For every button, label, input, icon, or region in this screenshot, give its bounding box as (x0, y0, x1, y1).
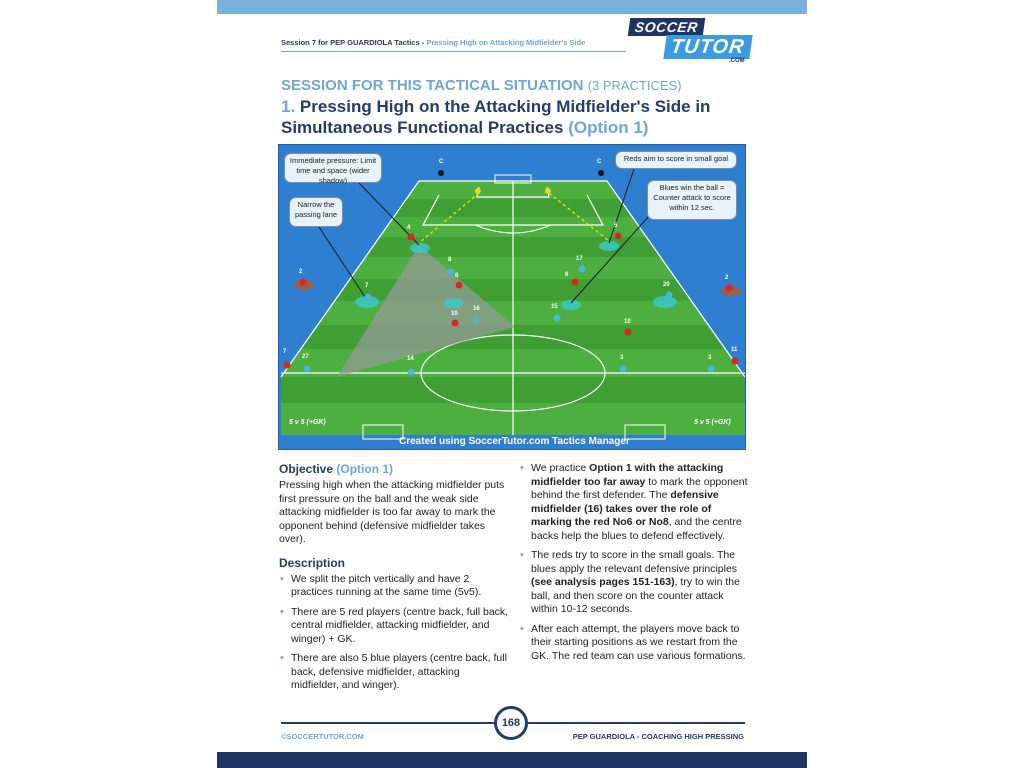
num-blue-8: 8 (448, 257, 452, 263)
description-item: There are also 5 blue players (centre ba… (279, 652, 509, 693)
objective-heading-text: Objective (279, 462, 334, 476)
player-numbers: 4 5 2 2 8 6 10 10 7 11 7 8 17 16 15 20 2… (283, 159, 738, 362)
top-color-band (217, 0, 807, 14)
description-item: We split the pitch vertically and have 2… (279, 573, 509, 600)
diagram-credit: Created using SoccerTutor.com Tactics Ma… (399, 436, 630, 447)
num-blue-15: 15 (551, 304, 558, 310)
pass-lines (418, 192, 610, 244)
diagram-label-left: 5 v 5 (+GK) (289, 419, 326, 426)
item1-part-d: defensive midfielder (16) takes over the… (531, 489, 719, 528)
right-list-item-scoring: The reds try to score in the small goals… (519, 549, 749, 617)
num-blue-27: 27 (302, 354, 309, 360)
soccertutor-logo: SOCCER TUTOR .COM (627, 16, 753, 66)
practice-option: (Option 1) (568, 118, 649, 137)
item1-part-a: We practice (531, 462, 590, 474)
logo-dotcom: .COM (729, 58, 745, 64)
goalkeepers (438, 170, 604, 194)
right-list-item-restart: After each attempt, the players move bac… (519, 623, 749, 664)
running-head-rule (281, 51, 626, 52)
blue-players (303, 265, 715, 376)
right-column: We practice Option 1 with the attacking … (519, 462, 749, 669)
section-title-sub: (3 PRACTICES) (587, 78, 682, 93)
num-blue-3b: 3 (708, 355, 712, 361)
num-red-10a: 10 (451, 311, 458, 317)
diagram-label-right: 5 v 5 (+GK) (694, 419, 731, 426)
item2-part-b: (see analysis pages 151-163) (531, 576, 675, 588)
num-blue-3a: 3 (620, 355, 624, 361)
right-list-item-option1: We practice Option 1 with the attacking … (519, 462, 749, 543)
pitch-goals (362, 174, 666, 440)
footer-copyright: ©SOCCERTUTOR.COM (281, 732, 364, 741)
logo-word-tutor: TUTOR (663, 35, 753, 59)
page-number-badge: 168 (494, 706, 528, 740)
description-item: There are 5 red players (centre back, fu… (279, 606, 509, 647)
item1-part-b: Option 1 with the attacking midfielder t… (531, 462, 724, 488)
logo-word-soccer: SOCCER (627, 18, 706, 36)
left-column: Objective (Option 1) Pressing high when … (279, 462, 509, 699)
practice-heading: 1. Pressing High on the Attacking Midfie… (281, 96, 751, 138)
pitch-lines (280, 180, 745, 435)
red-players (283, 232, 739, 369)
num-red-2a: 2 (299, 269, 303, 275)
num-red-8: 8 (455, 273, 459, 279)
num-blue-17: 17 (576, 256, 583, 262)
right-list: We practice Option 1 with the attacking … (519, 462, 749, 663)
num-blue-20: 20 (663, 282, 670, 288)
description-list: We split the pitch vertically and have 2… (279, 573, 509, 693)
document-page: Session 7 for PEP GUARDIOLA Tactics - Pr… (217, 0, 807, 768)
gk-label-right: C (597, 159, 602, 165)
num-red-4: 4 (407, 225, 411, 231)
practice-number: 1. (281, 97, 296, 116)
item1-part-c: to mark the opponent behind the first de… (531, 475, 748, 502)
section-title-main: SESSION FOR THIS TACTICAL SITUATION (281, 77, 584, 94)
item2-part-c: , try to win the ball, and then score on… (531, 576, 740, 615)
practice-title: Pressing High on the Attacking Midfielde… (281, 97, 711, 137)
pitch-illustration: 4 5 2 2 8 6 10 10 7 11 7 8 17 16 15 20 2… (280, 159, 745, 440)
num-red-10b: 10 (624, 319, 631, 325)
description-heading: Description (279, 555, 346, 570)
running-head: Session 7 for PEP GUARDIOLA Tactics - Pr… (281, 38, 585, 47)
objective-heading: Objective (Option 1) (279, 462, 509, 476)
pressure-zones (294, 241, 741, 310)
num-red-11: 11 (731, 347, 738, 353)
pressure-shadow (337, 245, 515, 377)
objective-text: Pressing high when the attacking midfiel… (279, 479, 505, 545)
running-head-session: Session 7 for PEP GUARDIOLA Tactics - (281, 38, 427, 47)
callout-counter-attack: Blues win the ball = Counter attack to s… (647, 180, 737, 220)
num-blue-16: 16 (473, 306, 480, 312)
callout-reds-score: Reds aim to score in small goal (615, 151, 737, 169)
callout-immediate-pressure: Immediate pressure: Limit time and space… (284, 153, 382, 185)
num-blue-7: 7 (365, 283, 369, 289)
objective-heading-option: (Option 1) (336, 462, 394, 476)
callout-narrow-lane: Narrow the passing lane (289, 197, 343, 227)
tactics-diagram: 4 5 2 2 8 6 10 10 7 11 7 8 17 16 15 20 2… (278, 144, 746, 450)
gk-label-left: C (439, 159, 444, 165)
running-head-topic: Pressing High on Attacking Midfielder's … (426, 38, 586, 47)
bottom-color-band (217, 752, 807, 768)
num-red-2b: 2 (725, 275, 729, 281)
num-red-7: 7 (283, 349, 287, 355)
section-title: SESSION FOR THIS TACTICAL SITUATION (3 P… (281, 77, 682, 94)
footer-book-title: PEP GUARDIOLA - COACHING HIGH PRESSING (572, 732, 744, 741)
item2-part-a: The reds try to score in the small goals… (531, 549, 738, 575)
num-blue-14: 14 (407, 356, 414, 362)
num-red-5: 5 (614, 223, 618, 229)
item1-part-e: , and the centre backs help the blues to… (531, 516, 742, 542)
num-red-6: 6 (565, 272, 569, 278)
